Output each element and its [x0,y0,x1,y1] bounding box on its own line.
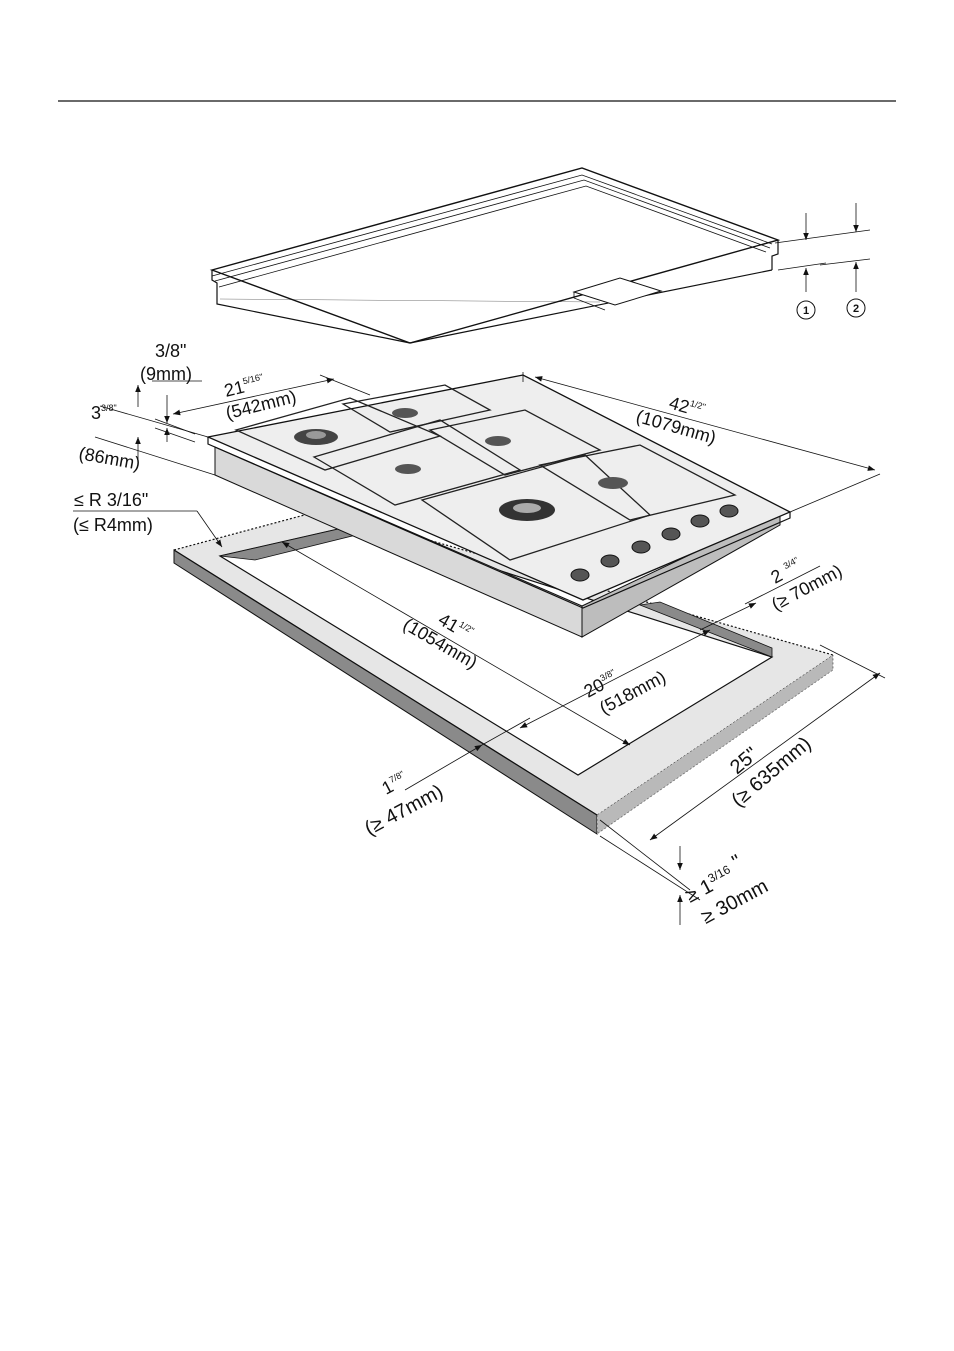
depth-dims [775,203,870,319]
front-margin-in: 17/8" [378,769,410,799]
radius-label-in: ≤ R 3/16" [74,490,148,510]
callout-2: 2 [853,303,859,315]
rear-margin-mm: (≥ 70mm) [768,561,845,615]
thickness-label-in: 3/8" [155,341,186,361]
front-margin-mm: (≥ 47mm) [361,781,447,841]
callout-1: 1 [803,305,809,317]
radius-label-mm: (≤ R4mm) [73,515,153,535]
height-label-in: 33/8" [91,403,117,423]
countertop [212,168,778,343]
height-label-mm: (86mm) [77,443,142,473]
thickness-label-mm: (9mm) [140,364,192,384]
